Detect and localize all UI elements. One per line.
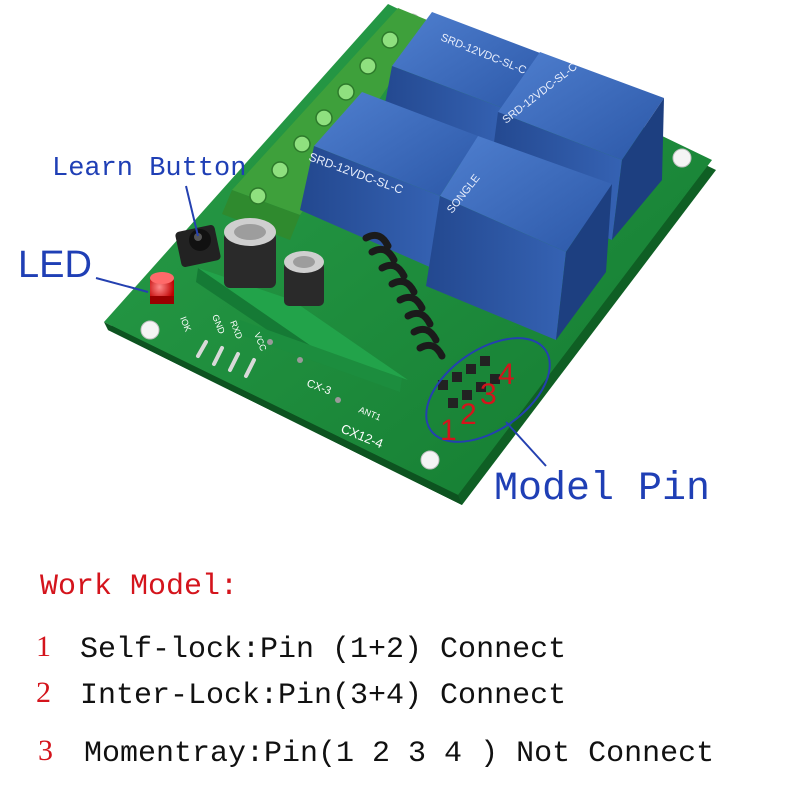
screw-terminal-block: [222, 8, 432, 240]
work-mode-row: 1 Self-lock:Pin (1+2) Connect: [0, 630, 801, 670]
learn-button-label: Learn Button: [52, 154, 247, 184]
pin-number-4: 4: [498, 358, 515, 391]
antenna-coil: [362, 231, 446, 360]
work-mode-number: 3: [38, 734, 53, 767]
work-mode-number: 1: [36, 630, 51, 663]
work-model-title: Work Model:: [40, 570, 239, 604]
learn-push-button: [175, 224, 221, 268]
work-mode-text: Inter-Lock:Pin(3+4) Connect: [80, 679, 567, 713]
model-pin-header: 1 2 3 4: [425, 337, 551, 447]
capacitor-large: [224, 218, 276, 288]
led-label: LED: [18, 244, 92, 286]
work-mode-text: Momentray:Pin(1 2 3 4 ) Not Connect: [84, 737, 715, 771]
work-mode-row: 3 Momentray:Pin(1 2 3 4 ) Not Connect: [0, 734, 801, 774]
receiver-module: CX-3: [196, 268, 408, 403]
header-pins: [196, 340, 256, 378]
model-pin-label: Model Pin: [494, 467, 711, 512]
callout-lines: [95, 185, 547, 467]
pin-number-1: 1: [440, 414, 457, 447]
work-mode-number: 2: [36, 676, 51, 709]
capacitor-small: [284, 251, 324, 306]
relay-4: SONGLE: [426, 136, 612, 340]
model-pin-highlight-ellipse: [425, 337, 551, 443]
red-led: [150, 272, 174, 304]
pin-number-2: 2: [460, 398, 477, 431]
relay-3: SRD-12VDC-SL-C: [300, 92, 478, 268]
pin-number-3: 3: [480, 378, 497, 411]
work-mode-row: 2 Inter-Lock:Pin(3+4) Connect: [0, 676, 801, 716]
work-mode-text: Self-lock:Pin (1+2) Connect: [80, 633, 567, 667]
